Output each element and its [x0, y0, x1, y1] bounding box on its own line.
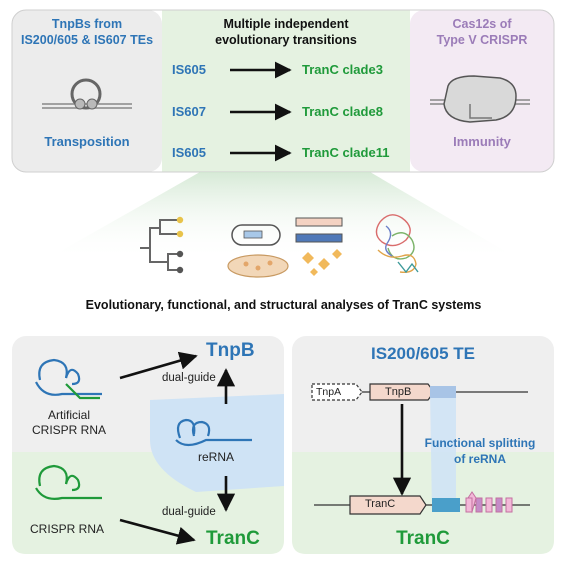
rerna-region	[150, 394, 284, 492]
top-right-title-line1: Cas12s of	[452, 17, 512, 31]
is200-605-te-title: IS200/605 TE	[371, 344, 475, 363]
cas12-icon	[430, 75, 530, 123]
analyses-caption: Evolutionary, functional, and structural…	[85, 298, 482, 312]
transition-to-1: TranC clade3	[302, 62, 383, 77]
tnpa-gene-label: TnpA	[316, 386, 342, 398]
top-middle-title-line1: Multiple independent	[223, 17, 349, 31]
artificial-crispr-rna-line1: Artificial	[47, 408, 90, 422]
is200-605-locus	[311, 383, 528, 401]
functional-assay-icon	[227, 217, 343, 278]
transition-to-3: TranC clade11	[302, 145, 390, 160]
artificial-crispr-rna-icon	[35, 358, 102, 400]
transition-arrows	[230, 61, 292, 162]
tranc-label-left: TranC	[206, 528, 260, 549]
transition-from-3: IS605	[172, 145, 206, 160]
transition-from-1: IS605	[172, 62, 206, 77]
rerna-label: reRNA	[198, 450, 235, 464]
functional-splitting-line2: of reRNA	[453, 452, 506, 466]
crispr-rna-label: CRISPR RNA	[30, 522, 105, 536]
dual-guide-label-bottom: dual-guide	[162, 506, 216, 518]
tranc-gene-label: TranC	[365, 498, 396, 510]
top-left-panel	[12, 10, 162, 172]
tranc-label-right: TranC	[396, 528, 450, 549]
top-right-title-line2: Type V CRISPR	[436, 33, 528, 47]
splitting-projection	[430, 390, 456, 512]
tnpb-gene-label: TnpB	[385, 386, 412, 398]
protein-structure-icon	[375, 214, 419, 274]
crispr-rna-icon	[35, 464, 102, 500]
transition-from-2: IS607	[172, 104, 206, 119]
funnel-band	[45, 172, 520, 260]
transposition-icon	[42, 78, 132, 110]
tranc-locus	[314, 491, 530, 515]
tnpb-label: TnpB	[206, 340, 255, 361]
dual-guide-label-top: dual-guide	[162, 372, 216, 384]
transposition-label: Transposition	[44, 134, 130, 149]
transition-to-2: TranC clade8	[302, 104, 383, 119]
functional-splitting-line1: Functional splitting	[424, 436, 536, 450]
top-left-title-line2: IS200/605 & IS607 TEs	[20, 33, 154, 47]
phylogenetic-tree-icon	[140, 216, 184, 274]
artificial-crispr-rna-line2: CRISPR RNA	[31, 423, 106, 437]
dual-guide-arrows	[119, 351, 236, 545]
rerna-icon	[175, 418, 252, 447]
top-middle-title-line2: evolutionary transitions	[215, 33, 357, 47]
top-left-title-line1: TnpBs from	[51, 17, 123, 31]
immunity-label: Immunity	[453, 134, 511, 149]
